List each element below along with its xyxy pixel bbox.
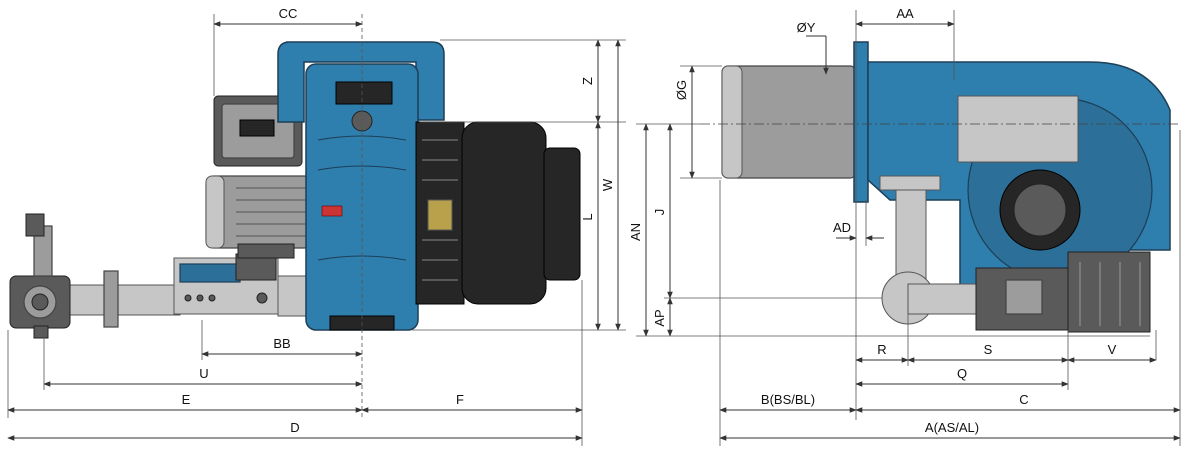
right-view-dimensions: AA ØY ØG AN J AP AD R S V Q [628, 6, 1181, 446]
gas-valve [9, 213, 71, 339]
dim-l-label: L [580, 213, 595, 220]
dim-u-label: U [199, 366, 208, 381]
dim-aa-label: AA [896, 6, 914, 21]
dim-b-label: B(BS/BL) [761, 392, 815, 407]
dim-r-label: R [877, 342, 886, 357]
right-view-burner-illustration [700, 41, 1180, 333]
dim-s-label: S [984, 342, 993, 357]
dim-d-label: D [290, 420, 299, 435]
pipe-flange [103, 270, 119, 328]
left-view-dimensions: CC Z L W BB U E F D [7, 6, 626, 446]
dim-z-label: Z [580, 77, 595, 85]
valve-block [173, 253, 279, 315]
dim-oy-label: ØY [797, 20, 816, 35]
dim-og-label: ØG [674, 80, 689, 100]
gas-pipe [59, 284, 181, 316]
fan-motor [205, 175, 313, 259]
dim-ad-label: AD [833, 220, 851, 235]
dim-w-label: W [600, 178, 615, 191]
left-view-burner-illustration [9, 41, 581, 339]
dim-a-label: A(AS/AL) [925, 420, 979, 435]
dim-an-label: AN [628, 223, 643, 241]
dim-j-label: J [652, 209, 667, 216]
dim-c-label: C [1019, 392, 1028, 407]
dim-v-label: V [1108, 342, 1117, 357]
dim-f-label: F [456, 392, 464, 407]
actuator [1067, 251, 1151, 333]
dim-ap-label: AP [652, 309, 667, 326]
dim-bb-label: BB [273, 336, 290, 351]
dim-q-label: Q [957, 366, 967, 381]
dim-cc-label: CC [279, 6, 298, 21]
air-intake [415, 121, 581, 305]
gas-inlet-pipe [895, 189, 927, 283]
dim-e-label: E [182, 392, 191, 407]
